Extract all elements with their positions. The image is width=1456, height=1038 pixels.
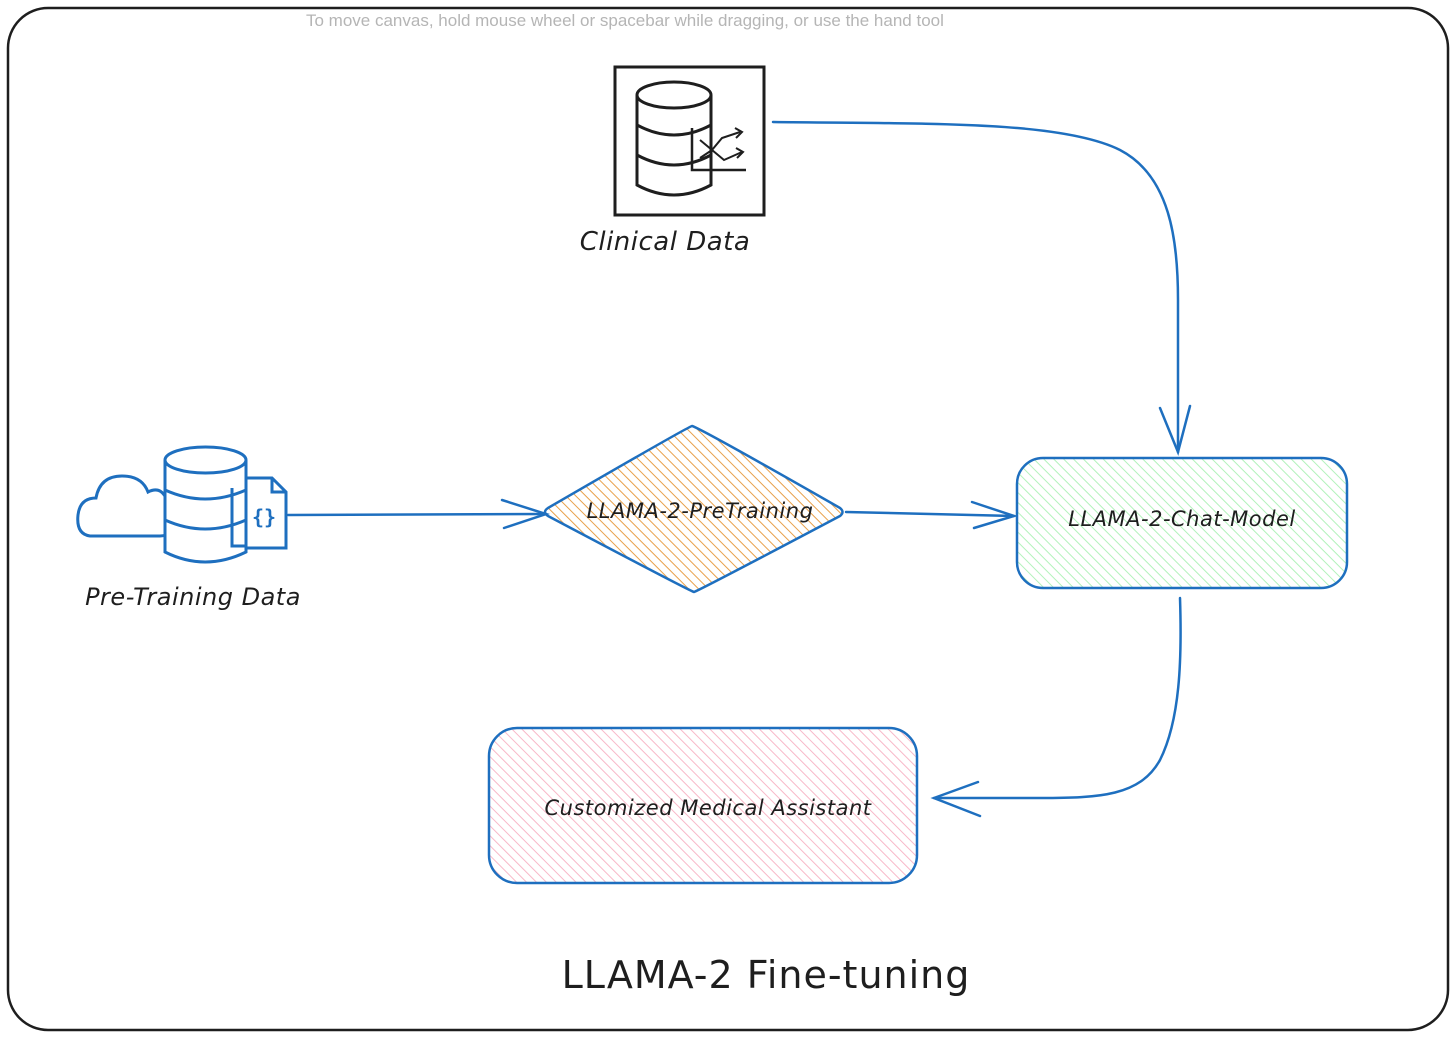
medical-assistant-box[interactable] [487, 726, 919, 885]
chat-model-label: LLAMA-2-Chat-Model [1068, 507, 1296, 531]
canvas-frame [6, 6, 1450, 1032]
medical-assistant-label: Customized Medical Assistant [544, 796, 872, 820]
pretraining-label: LLAMA-2-PreTraining [586, 499, 814, 523]
arrow-clinical-to-chat [771, 120, 1192, 456]
arrow-chat-to-assistant [930, 596, 1182, 818]
cloud-database-json-icon: {} [76, 445, 288, 564]
canvas-hint: To move canvas, hold mouse wheel or spac… [306, 11, 944, 30]
chat-model-box[interactable] [1015, 456, 1349, 590]
arrow-diamond-to-chat [844, 500, 1019, 530]
pretraining-data-label: Pre-Training Data [85, 583, 301, 611]
arrow-pretrain-data-to-diamond [286, 498, 551, 530]
svg-text:{}: {} [252, 505, 276, 529]
database-chart-icon [613, 65, 766, 217]
clinical-data-label: Clinical Data [579, 227, 751, 257]
pretraining-diamond[interactable] [543, 424, 844, 594]
diagram-title: LLAMA-2 Fine-tuning [561, 953, 971, 997]
